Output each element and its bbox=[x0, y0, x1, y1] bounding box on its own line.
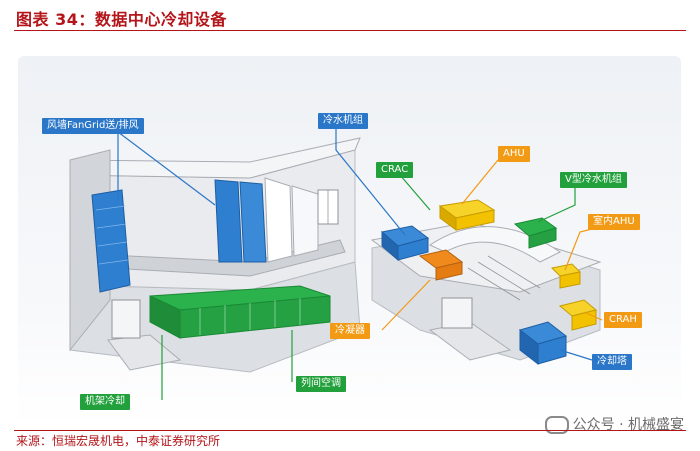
label-chiller: 冷水机组 bbox=[318, 113, 368, 129]
callout-line-cooling-tower bbox=[559, 349, 593, 361]
label-rack-cooling: 机架冷却 bbox=[80, 394, 130, 410]
figure-title: 图表 34：数据中心冷却设备 bbox=[16, 10, 227, 29]
label-crah: CRAH bbox=[604, 312, 642, 328]
watermark: 公众号 · 机械盛宴 bbox=[544, 414, 684, 434]
wechat-icon bbox=[544, 416, 569, 434]
callout-line-fan-wall-2 bbox=[117, 131, 216, 206]
source-rule bbox=[14, 430, 686, 431]
inrow-ac-units bbox=[149, 285, 331, 339]
entrance-door bbox=[111, 299, 141, 339]
label-v-chiller: V型冷水机组 bbox=[560, 172, 627, 188]
fan-wall-unit bbox=[91, 189, 131, 293]
right-entrance-door bbox=[441, 297, 473, 329]
label-crac: CRAC bbox=[376, 162, 414, 178]
callout-line-crac bbox=[399, 174, 431, 211]
callout-line-crah bbox=[583, 311, 603, 321]
label-inrow-ac: 列间空调 bbox=[296, 376, 346, 392]
watermark-text: 公众号 · 机械盛宴 bbox=[572, 417, 684, 433]
partition-panel-1 bbox=[264, 177, 293, 263]
label-ahu: AHU bbox=[498, 146, 530, 162]
callout-line-ahu bbox=[461, 159, 499, 205]
title-rule bbox=[14, 30, 686, 31]
partition-panel-2 bbox=[291, 185, 319, 257]
upper-blue-rack-2 bbox=[239, 181, 267, 263]
right-building bbox=[370, 199, 602, 366]
figure-source: 来源：恒瑞宏晟机电，中泰证券研究所 bbox=[16, 434, 221, 448]
upper-blue-rack-1 bbox=[214, 179, 243, 263]
label-indoor-ahu: 室内AHU bbox=[588, 214, 640, 230]
curved-roof bbox=[428, 226, 561, 263]
label-cooling-tower: 冷却塔 bbox=[592, 354, 632, 370]
label-condenser: 冷凝器 bbox=[330, 323, 370, 339]
label-fan-wall: 风墙FanGrid送/排风 bbox=[42, 118, 144, 134]
callout-line-chiller bbox=[335, 128, 406, 236]
left-building bbox=[69, 137, 361, 373]
callout-line-condenser bbox=[381, 279, 431, 331]
callout-line-v-chiller bbox=[537, 185, 576, 223]
